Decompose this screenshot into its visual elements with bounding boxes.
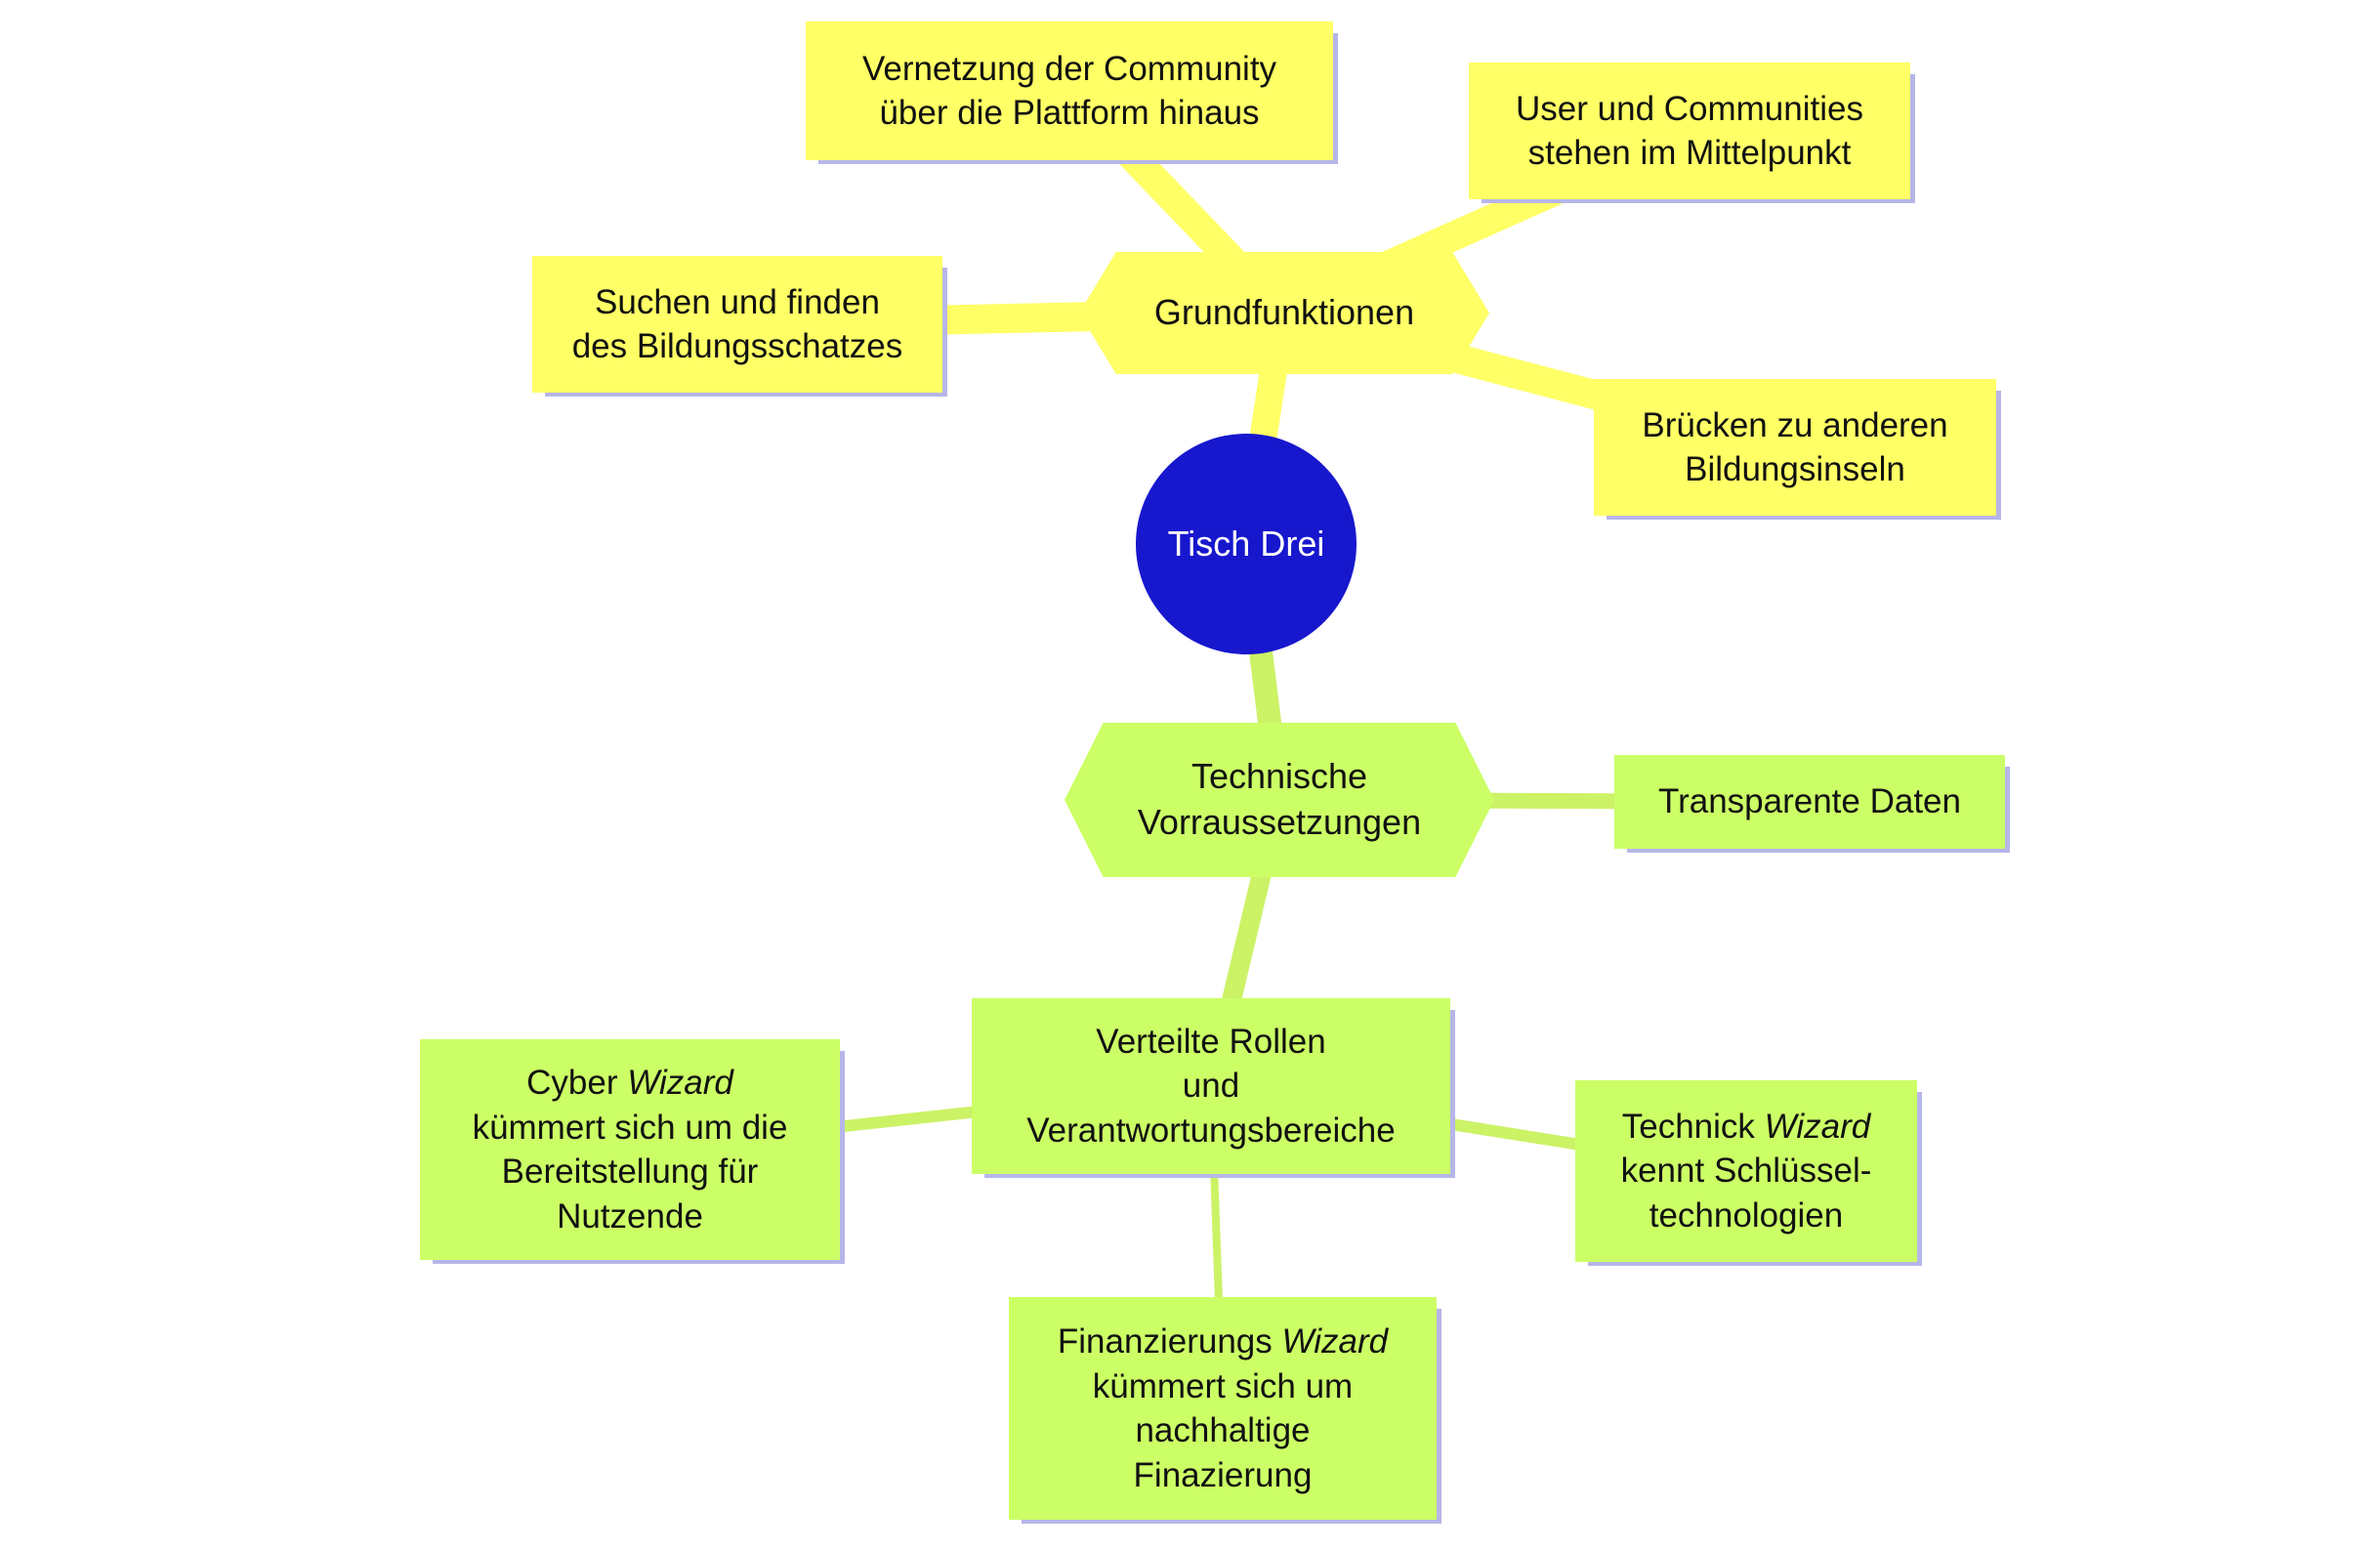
node-label: Grundfunktionen	[1153, 292, 1415, 333]
node-label: Finanzierungs Wizard kümmert sich um nac…	[1058, 1320, 1388, 1497]
node-label: Technische Vorraussetzungen	[1137, 756, 1422, 842]
root-node-tisch-drei[interactable]: Tisch Drei	[1136, 434, 1357, 654]
node-label: User und Communities stehen im Mittelpun…	[1516, 89, 1863, 173]
node-label-post: kümmert sich um die Bereitstellung für N…	[472, 1108, 788, 1236]
node-bruecken-zu-anderen-bildungsinseln[interactable]: Brücken zu anderen Bildungsinseln	[1594, 379, 1996, 516]
node-label-pre: Finanzierungs	[1057, 1322, 1282, 1361]
node-suchen-und-finden[interactable]: Suchen und finden des Bildungsschatzes	[532, 256, 942, 393]
node-label-italic: Wizard	[1281, 1322, 1389, 1361]
node-label: Verteilte Rollen und Verantwortungsberei…	[1026, 1022, 1396, 1150]
node-label-pre: Technick	[1621, 1107, 1765, 1146]
node-label: Vernetzung der Community über die Plattf…	[861, 49, 1277, 133]
node-label: Cyber Wizard kümmert sich um die Bereits…	[473, 1061, 788, 1238]
node-label-italic: Wizard	[627, 1064, 733, 1102]
node-grundfunktionen[interactable]: Grundfunktionen	[1079, 252, 1489, 374]
node-label-post: kümmert sich um nachhaltige Finazierung	[1092, 1366, 1354, 1494]
node-label: Suchen und finden des Bildungsschatzes	[571, 282, 903, 366]
node-verteilte-rollen[interactable]: Verteilte Rollen und Verantwortungsberei…	[972, 998, 1450, 1174]
node-vernetzung-der-community[interactable]: Vernetzung der Community über die Plattf…	[806, 21, 1333, 160]
node-technische-vorraussetzungen[interactable]: Technische Vorraussetzungen	[1065, 723, 1494, 877]
node-label: Technick Wizard kennt Schlüssel- technol…	[1621, 1105, 1872, 1238]
node-label-italic: Wizard	[1764, 1107, 1871, 1146]
node-label: Brücken zu anderen Bildungsinseln	[1642, 405, 1948, 489]
node-finanzierungs-wizard[interactable]: Finanzierungs Wizard kümmert sich um nac…	[1009, 1297, 1437, 1520]
root-label: Tisch Drei	[1167, 523, 1325, 564]
node-label-pre: Cyber	[526, 1064, 628, 1102]
node-label-post: kennt Schlüssel- technologien	[1620, 1152, 1872, 1235]
node-technick-wizard[interactable]: Technick Wizard kennt Schlüssel- technol…	[1575, 1080, 1917, 1262]
node-label: Transparente Daten	[1658, 782, 1961, 821]
node-user-und-communities[interactable]: User und Communities stehen im Mittelpun…	[1469, 63, 1910, 199]
node-transparente-daten[interactable]: Transparente Daten	[1614, 755, 2005, 849]
node-cyber-wizard[interactable]: Cyber Wizard kümmert sich um die Bereits…	[420, 1039, 840, 1260]
